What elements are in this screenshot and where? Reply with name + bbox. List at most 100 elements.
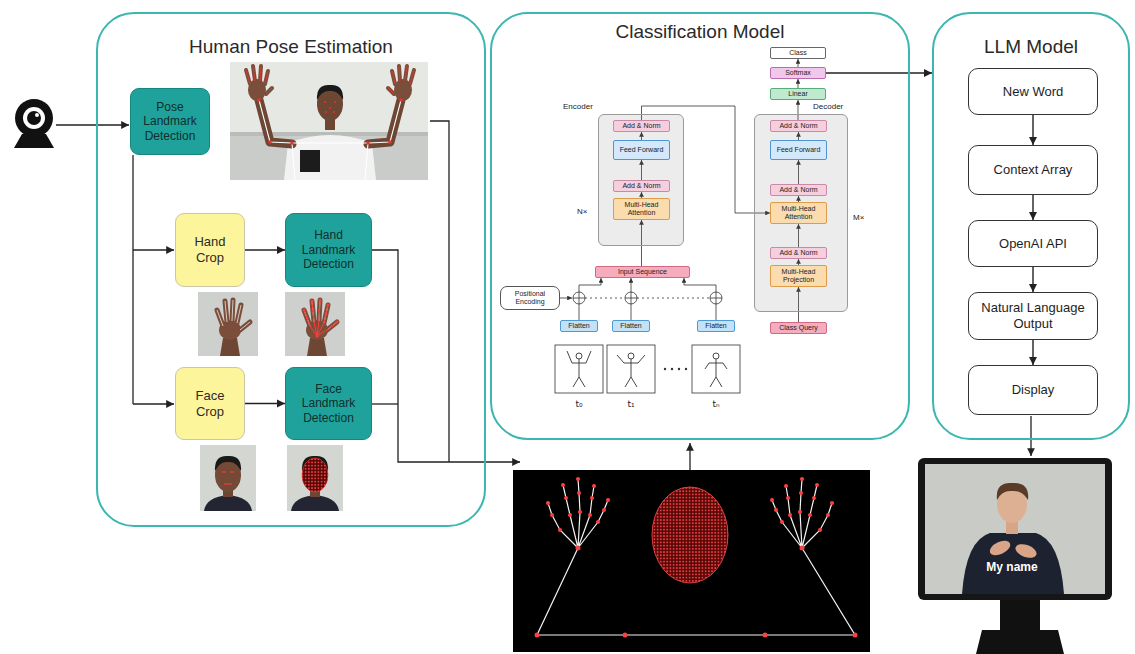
box-label: Add & Norm [622,122,660,130]
layer-box: Add & Norm [613,180,670,192]
face-mesh [652,487,728,583]
face-landmark-photo [287,445,343,511]
process-box: Natural Language Output [968,292,1098,340]
process-box: Face Landmark Detection [285,367,372,440]
face-crop-photo [200,445,256,511]
stack-group: EncoderN×Add & NormFeed ForwardAdd & Nor… [598,114,684,246]
box-label: Add & Norm [779,249,817,257]
hand-landmarks [303,299,339,338]
box-label: Face Crop [182,388,238,419]
landmark-dots [535,477,858,638]
layer-box: Feed Forward [613,140,670,160]
section-panel: Human Pose EstimationPose Landmark Detec… [96,12,486,527]
adder-symbol [573,292,585,304]
layer-box: Feed Forward [770,140,827,160]
layer-box: Add & Norm [613,120,670,132]
skeleton-frame [692,345,740,393]
box-label: Add & Norm [622,182,660,190]
box-label: Feed Forward [620,146,664,154]
layer-box: Class [770,47,826,59]
adder-symbol [710,292,722,304]
process-box: Hand Crop [175,213,245,287]
pose-landmark-lines [259,100,401,180]
fingers [246,66,414,94]
lens-glint [35,113,39,117]
panel-title: LLM Model [934,36,1128,58]
monitor-screen [925,464,1105,594]
wire [585,298,625,299]
flow-arrow [245,403,285,404]
flow-arrow [798,79,799,88]
adder-symbols [573,292,722,304]
hand [987,538,1012,558]
face-mesh [302,458,328,492]
layer-box: Flatten [612,320,650,332]
hand [1014,542,1039,561]
photo-ground [230,62,428,180]
section-panel: LLM ModelNew WordContext ArrayOpenAI API… [932,12,1130,440]
box-label: Hand Landmark Detection [292,228,365,271]
wire [1030,416,1031,456]
wire [132,155,133,404]
monitor-bezel [918,458,1112,600]
body-lines [537,479,855,635]
stack-group: DecoderM×Add & NormFeed ForwardAdd & Nor… [754,114,848,312]
process-box: Face Crop [175,367,245,440]
frame-boxes [555,345,740,393]
layer-box: Multi-Head Attention [770,202,827,224]
subtitle-caption: My name [983,560,1040,574]
transformer-sketch [555,298,740,393]
layer-box: Flatten [697,320,735,332]
wire [133,403,174,404]
box-label: Class Query [779,324,818,332]
shirt [284,135,376,180]
panel-title: Classification Model [492,21,908,43]
layer-box: Softmax [770,67,826,79]
box-label: Natural Language Output [975,300,1091,331]
webcam-stand [14,134,54,148]
webcam-body [15,99,53,137]
sweater [962,533,1064,594]
process-box: Context Array [968,145,1098,195]
flow-arrow [798,59,799,67]
pose-photo [230,62,428,180]
hair [997,483,1028,500]
skeleton-frame [555,345,603,393]
hand-landmark-photo [285,292,345,356]
process-box: Hand Landmark Detection [285,213,372,287]
group-label: Decoder [813,102,843,111]
flow-arrow [1032,195,1033,220]
box-label: Input Sequence [618,268,667,276]
box-label: Class [789,49,807,57]
group-label: M× [853,213,864,222]
box-label: Pose Landmark Detection [137,100,203,143]
box-label: OpenAI API [999,236,1067,252]
box-label: Context Array [994,162,1073,178]
layer-box: Class Query [770,322,827,334]
hand-landmark-lines [304,300,337,336]
flow-arrow [826,72,932,73]
box-label: Feed Forward [777,146,821,154]
box-label: Multi-Head Projection [773,268,824,284]
ellipsis-dots [664,368,687,370]
flow-arrow [245,249,285,250]
webcam-lens [27,111,41,125]
adder-symbol [625,292,637,304]
layer-box: Multi-Head Attention [613,198,670,220]
box-label: New Word [1003,84,1063,100]
wire [372,403,398,404]
face-crop-marks [222,472,234,484]
arm [368,100,401,144]
layer-box: Multi-Head Projection [770,265,827,287]
box-label: Add & Norm [779,122,817,130]
layer-box: Positional Encoding [500,286,560,310]
monitor-base [976,630,1064,654]
box-label: Display [1012,382,1055,398]
stick-figures [567,351,727,387]
box-label: Face Landmark Detection [292,382,365,425]
box-label: Flatten [568,322,589,330]
wire [560,298,572,299]
box-label: Multi-Head Attention [616,201,667,217]
process-box: Pose Landmark Detection [130,88,210,155]
box-label: Positional Encoding [503,290,557,306]
